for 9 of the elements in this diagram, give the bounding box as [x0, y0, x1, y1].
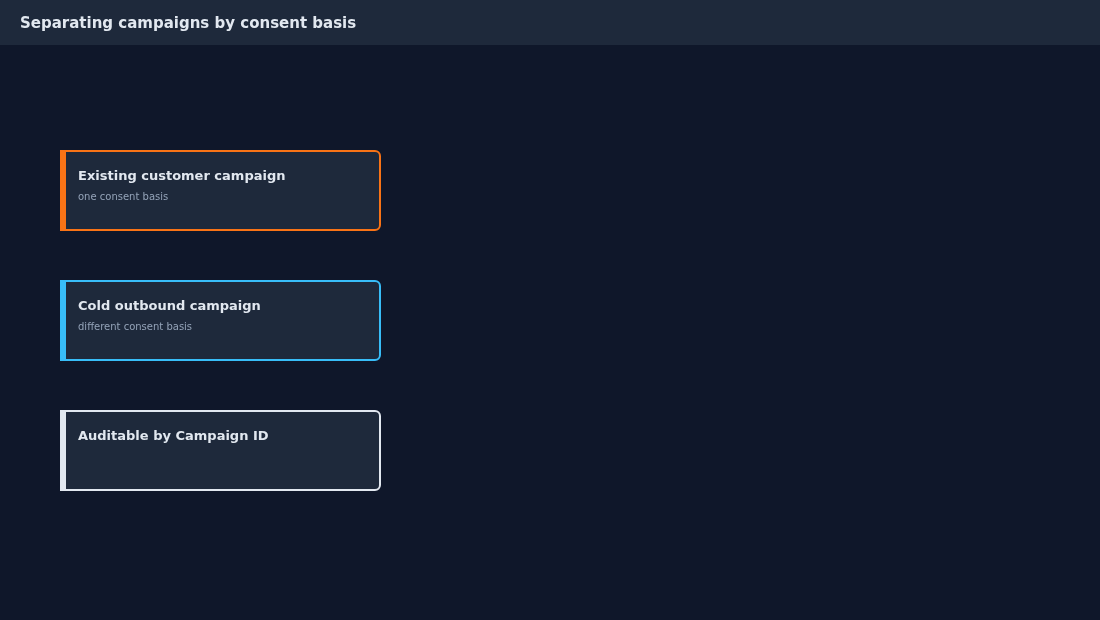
box-heading: Existing customer campaign [78, 168, 286, 183]
box-heading: Cold outbound campaign [78, 298, 261, 313]
process-box [60, 280, 381, 361]
process-box [60, 410, 381, 491]
box-heading: Auditable by Campaign ID [78, 428, 269, 443]
diagram-title: Separating campaigns by consent basis [20, 14, 357, 32]
box-subtitle: different consent basis [78, 321, 193, 332]
process-box [60, 150, 381, 231]
box-subtitle: one consent basis [78, 191, 169, 202]
